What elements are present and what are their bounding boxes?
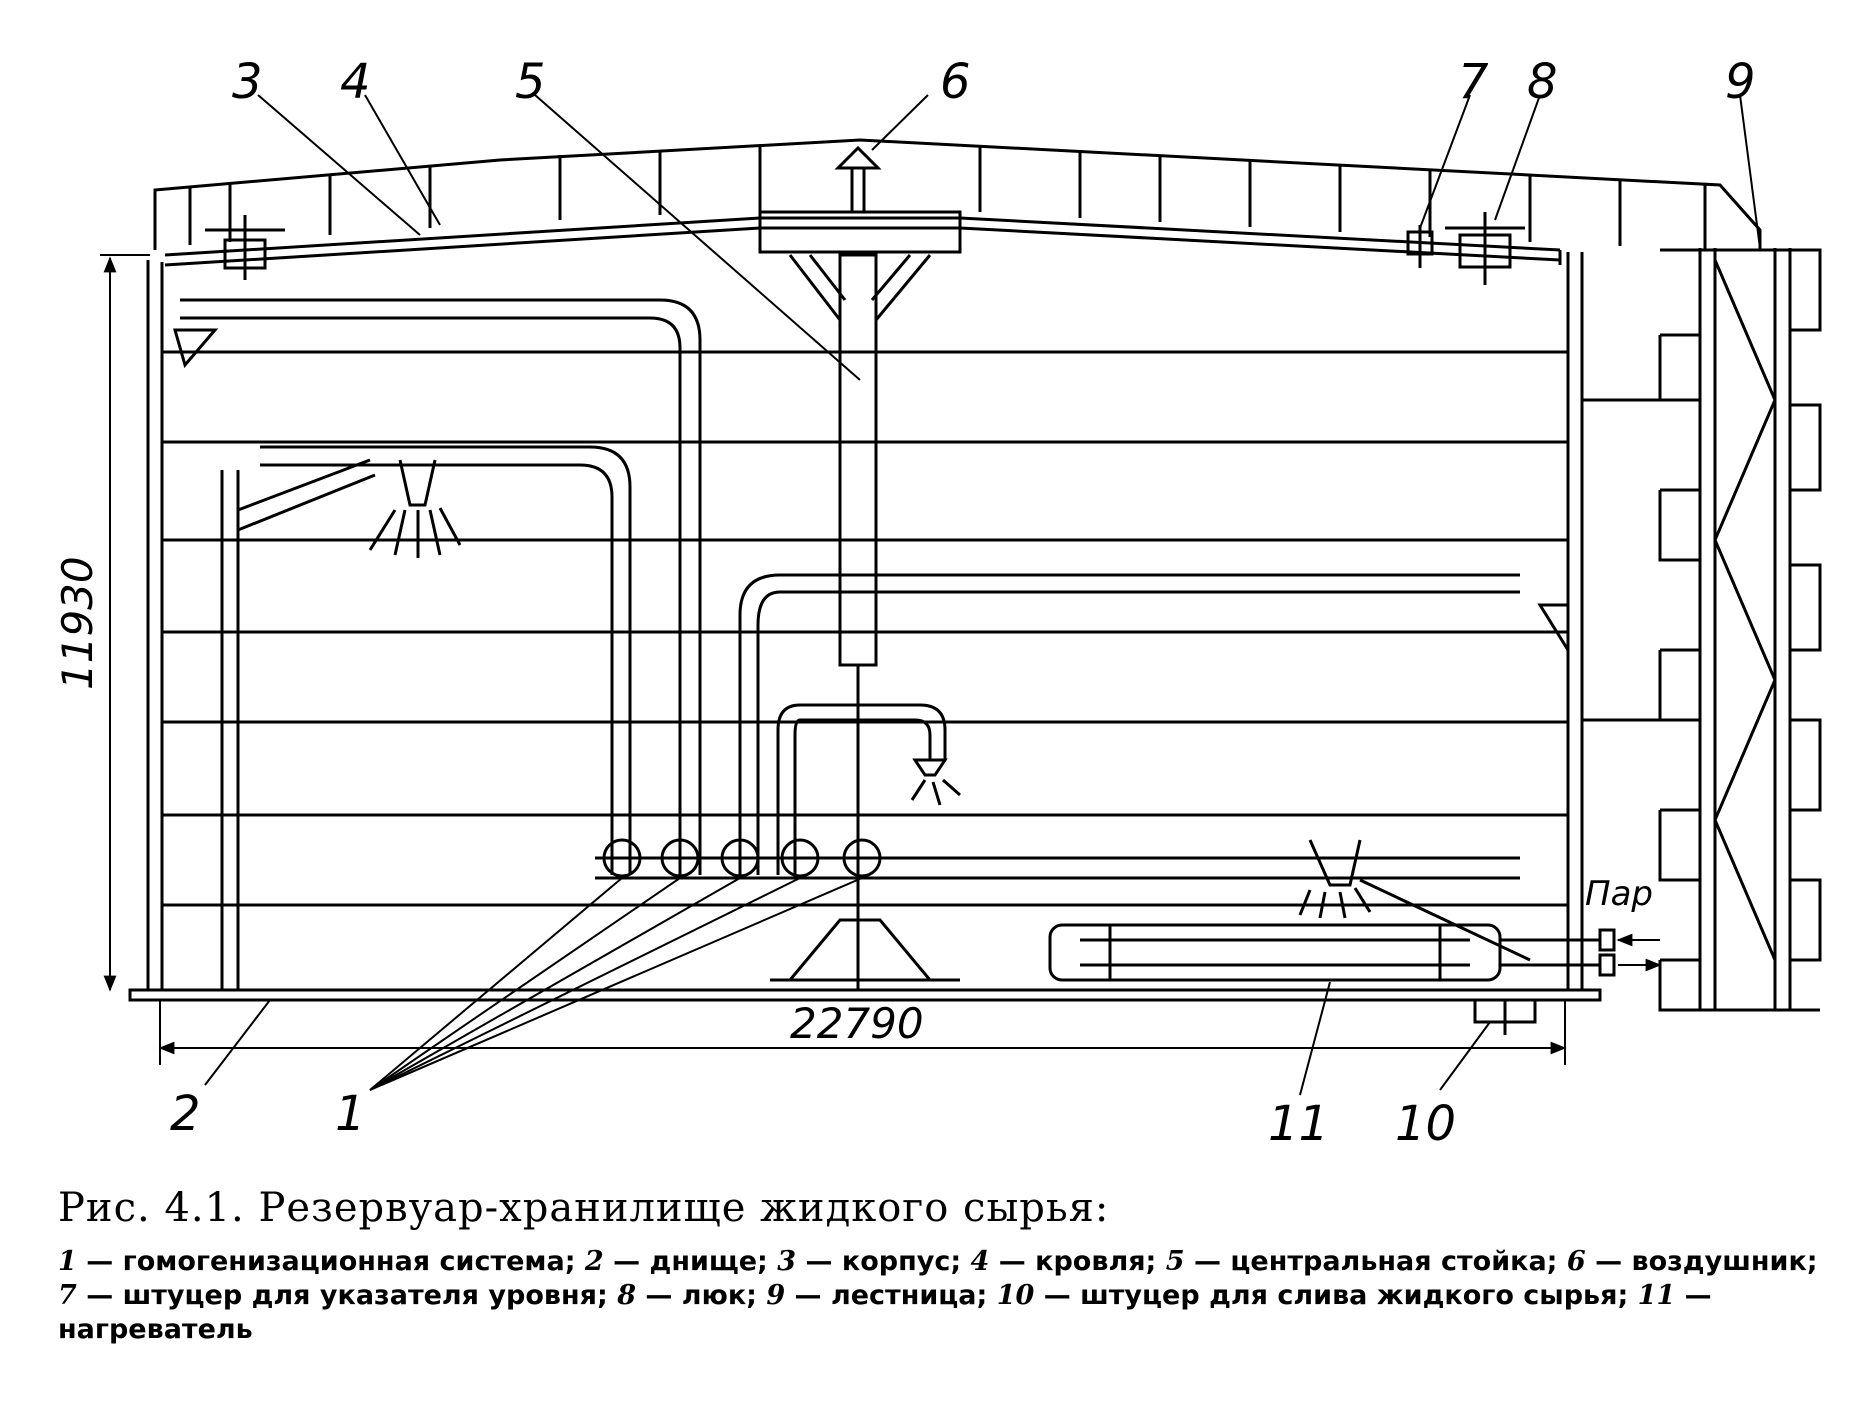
legend-num-10: 10 (996, 1280, 1035, 1311)
legend-num-4: 4 (970, 1246, 990, 1277)
legend-text-8: — люк; (645, 1280, 757, 1311)
dimension-width: 22790 (790, 999, 924, 1048)
legend-num-7: 7 (58, 1280, 77, 1311)
callout-4: 4 (340, 54, 371, 110)
legend-text-3: — корпус; (805, 1246, 962, 1277)
legend-num-11: 11 (1637, 1280, 1676, 1311)
hatch (1445, 212, 1525, 285)
callout-9: 9 (1725, 54, 1756, 110)
legend-text-9: — лестница; (794, 1280, 988, 1311)
tank-bottom (128, 988, 1602, 1002)
legend-text-11: — нагреватель (58, 1280, 1712, 1345)
callout-2: 2 (170, 1086, 201, 1142)
legend-num-9: 9 (766, 1280, 786, 1311)
callout-3: 3 (232, 54, 263, 110)
dimension-height-line (100, 254, 150, 992)
ladder (1582, 248, 1822, 1012)
callout-10: 10 (1395, 1096, 1456, 1152)
figure-caption: Рис. 4.1. Резервуар-хранилище жидкого сы… (58, 1185, 1838, 1347)
legend-text-10: — штуцер для слива жидкого сырья; (1043, 1280, 1629, 1311)
legend-text-1: — гомогенизационная система; (86, 1246, 576, 1277)
roof (164, 216, 1562, 267)
caption-title: Рис. 4.1. Резервуар-хранилище жидкого сы… (58, 1185, 1110, 1231)
vent (834, 145, 882, 212)
legend-text-7: — штуцер для указателя уровня; (86, 1280, 608, 1311)
callout-7: 7 (1458, 54, 1489, 110)
roof-insulation (153, 138, 1762, 250)
legend-num-5: 5 (1165, 1246, 1185, 1277)
legend-num-3: 3 (777, 1246, 797, 1277)
tank-shell (146, 252, 1584, 990)
heater (1048, 878, 1616, 982)
callout-8: 8 (1527, 54, 1558, 110)
legend-num-1: 1 (58, 1246, 77, 1277)
callout-11: 11 (1268, 1096, 1329, 1152)
legend-text-6: — воздушник; (1595, 1246, 1818, 1277)
steam-label: Пар (1585, 874, 1653, 914)
legend-text-2: — днище; (613, 1246, 768, 1277)
dimension-width-line (158, 1000, 1567, 1065)
steam-arrows (1616, 933, 1662, 972)
callout-6: 6 (940, 54, 971, 110)
tank-diagram: 3 4 5 6 7 8 9 2 1 11 10 11930 22790 Пар (53, 54, 1822, 1152)
drain-fitting (1473, 998, 1537, 1035)
legend-text-4: — кровля; (998, 1246, 1157, 1277)
callout-1: 1 (335, 1086, 366, 1142)
legend-text-5: — центральная стойка; (1193, 1246, 1558, 1277)
callout-5: 5 (515, 54, 546, 110)
legend-num-8: 8 (617, 1280, 636, 1311)
legend-num-6: 6 (1566, 1246, 1586, 1277)
caption-legend: 1 — гомогенизационная система; 2 — днище… (58, 1245, 1838, 1347)
leader-lines (204, 94, 1761, 1096)
homogenization-system (173, 298, 1570, 990)
legend-num-2: 2 (584, 1246, 604, 1277)
level-gauge-fitting (1406, 225, 1434, 268)
hatch-left (205, 215, 285, 280)
dimension-height: 11930 (53, 556, 102, 690)
